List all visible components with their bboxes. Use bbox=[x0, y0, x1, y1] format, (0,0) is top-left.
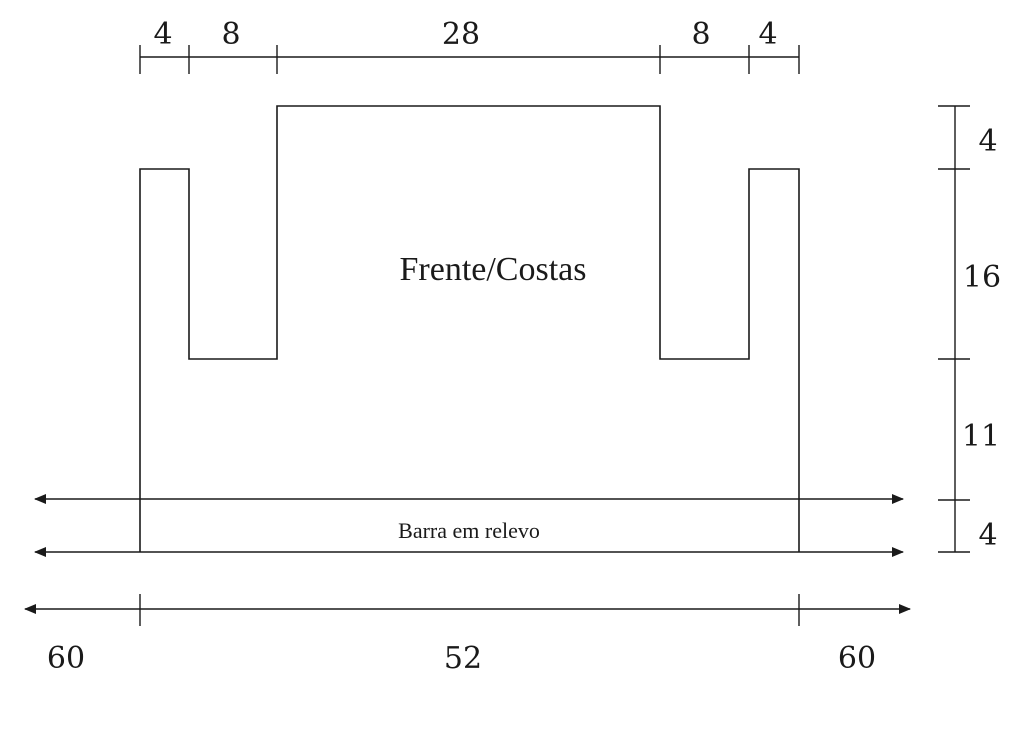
piece-outline bbox=[139, 105, 800, 552]
piece-label: Frente/Costas bbox=[400, 251, 587, 288]
bottom-dimension-label-center: 52 bbox=[444, 641, 482, 676]
right-dimension-label: 4 bbox=[978, 518, 997, 553]
top-dimension-label: 4 bbox=[758, 17, 777, 52]
right-dimension-label: 4 bbox=[978, 124, 997, 159]
bottom-dimension-label-left: 60 bbox=[47, 641, 85, 676]
right-dimension-label: 16 bbox=[963, 260, 1001, 295]
band-label: Barra em relevo bbox=[398, 518, 540, 543]
top-dimension-label: 4 bbox=[153, 17, 172, 52]
top-dimension-label: 28 bbox=[442, 17, 480, 52]
right-dimension-label: 11 bbox=[962, 419, 1000, 454]
top-dimension-label: 8 bbox=[691, 17, 710, 52]
bottom-dimension-label-right: 60 bbox=[838, 641, 876, 676]
top-dimension-label: 8 bbox=[221, 17, 240, 52]
